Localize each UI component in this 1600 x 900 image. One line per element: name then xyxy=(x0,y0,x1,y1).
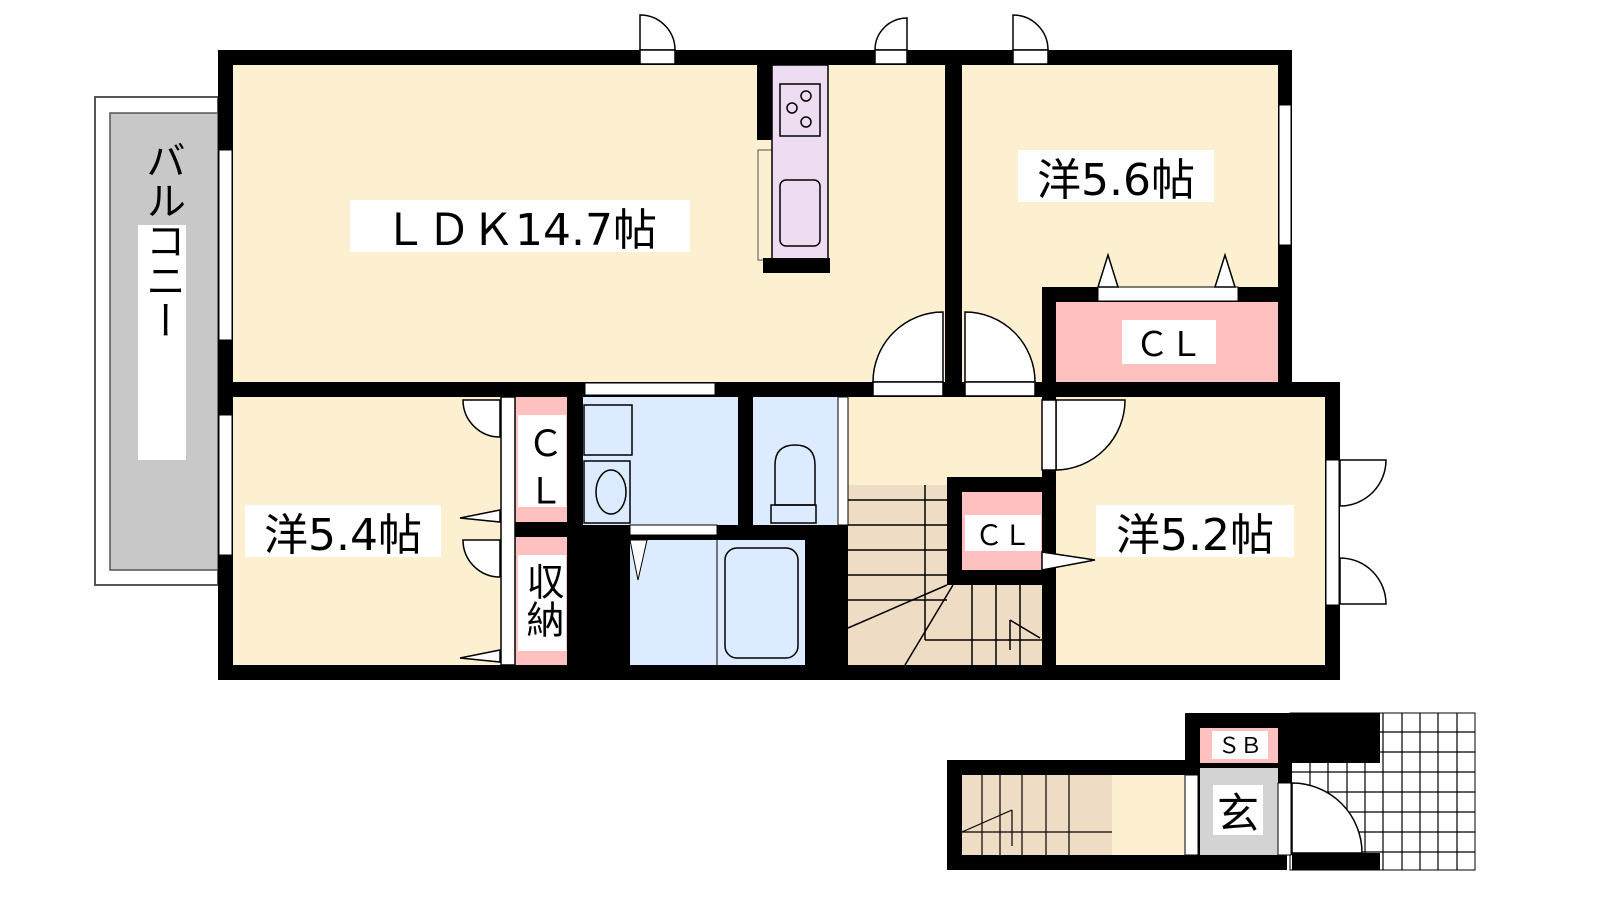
hall xyxy=(848,397,1042,485)
bath-door xyxy=(629,524,718,536)
label-western-56: 洋5.6帖 xyxy=(1037,155,1195,206)
label-storage: 収納 xyxy=(520,562,564,638)
label-balcony: バルコニー xyxy=(139,140,185,340)
label-closet-top: ＣＬ xyxy=(1135,325,1203,365)
label-shoe-box: ＳＢ xyxy=(1218,734,1262,759)
label-closet-left: Ｃ Ｌ xyxy=(522,425,563,508)
bathtub-icon xyxy=(724,547,799,659)
toilet-icon xyxy=(774,444,816,506)
wall-block xyxy=(583,525,630,665)
stove-icon xyxy=(779,83,821,137)
doors xyxy=(459,14,1387,666)
wall-block xyxy=(738,382,753,525)
kitchen-counter xyxy=(771,64,829,261)
label-western-52: 洋5.2帖 xyxy=(1116,510,1274,561)
kitchen-wall xyxy=(757,65,772,140)
sink-icon xyxy=(779,179,821,247)
kitchen-shelf xyxy=(757,149,773,261)
entrance-area xyxy=(947,712,1476,871)
entrance-stairs xyxy=(962,775,1112,855)
washer-icon xyxy=(583,404,633,456)
window xyxy=(584,382,716,396)
toilet-door xyxy=(837,396,849,526)
label-ldk: ＬＤＫ14.7帖 xyxy=(383,205,657,256)
label-closet-middle: ＣＬ xyxy=(975,519,1031,552)
wall-block xyxy=(805,525,848,665)
label-entrance: 玄 xyxy=(1217,789,1259,838)
toilet-room xyxy=(753,397,838,525)
stair-lines xyxy=(847,485,1042,666)
washbasin-icon xyxy=(583,460,631,524)
windows xyxy=(218,104,1340,606)
kitchen-end-wall xyxy=(763,258,830,273)
label-western-54: 洋5.4帖 xyxy=(264,510,422,561)
entrance-door xyxy=(1291,782,1363,854)
